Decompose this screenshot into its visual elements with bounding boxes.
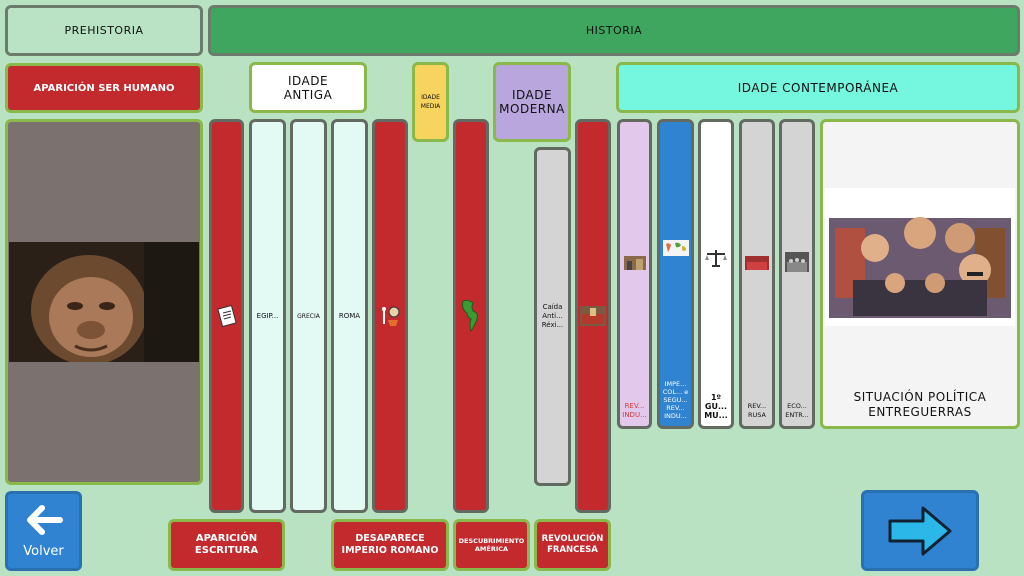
aparicion-ser-humano-button[interactable]: APARICIÓN SER HUMANO [5, 63, 203, 113]
aparicion-ser-humano-label: APARICIÓN SER HUMANO [33, 82, 175, 94]
idade-contemporanea-button[interactable]: IDADE CONTEMPORÁNEA [616, 62, 1020, 113]
rev-rusa-strip[interactable]: REV... RUSA [739, 119, 775, 429]
desaparece-imperio-strip[interactable] [372, 119, 408, 513]
roma-label: ROMA [338, 311, 361, 320]
desaparece-imperio-button[interactable]: DESAPARECE IMPERIO ROMANO [331, 519, 449, 571]
imperialismo-strip[interactable]: IMPE... COL... e SEGU... REV... INDU... [657, 119, 694, 429]
crowd-photo-icon [785, 252, 809, 272]
egipto-label: EGIP... [256, 311, 279, 320]
descubrimiento-america-strip[interactable] [453, 119, 489, 513]
descubrimiento-america-button[interactable]: DESCUBRIMIENTO AMÉRICA [453, 519, 530, 571]
descubrimiento-america-label: DESCUBRIMIENTO AMÉRICA [458, 537, 525, 553]
rev-rusa-label: REV... RUSA [747, 402, 767, 419]
caida-antigo-rexime-label: Caída Anti... Réxi... [541, 303, 564, 329]
primeira-guerra-label: 1º GU... MU... [704, 393, 728, 420]
eco-entreguerras-label: ECO... ENTR... [785, 402, 809, 419]
arrow-left-icon [26, 504, 63, 535]
french-revolution-icon [580, 306, 606, 326]
desaparece-imperio-label: DESAPARECE IMPERIO ROMANO [341, 533, 439, 556]
idade-moderna-button[interactable]: IDADE MODERNA [493, 62, 571, 142]
revolucion-francesa-strip[interactable] [575, 119, 611, 513]
situacion-politica-panel[interactable]: SITUACIÓN POLÍTICA ENTREGUERRAS [820, 119, 1020, 429]
idade-media-label: IDADE MEDIA [420, 94, 441, 110]
industrial-icon [623, 256, 646, 270]
roman-fall-icon [382, 306, 400, 326]
idade-moderna-label: IDADE MODERNA [499, 88, 565, 116]
idade-contemporanea-label: IDADE CONTEMPORÁNEA [737, 80, 899, 95]
idade-antiga-label: IDADE ANTIGA [283, 73, 333, 102]
grecia-strip[interactable]: GRECIA [290, 119, 327, 513]
writing-icon [216, 305, 237, 327]
situacion-politica-label: SITUACIÓN POLÍTICA ENTREGUERRAS [853, 390, 987, 419]
rev-industrial-label: REV... INDU... [622, 402, 647, 419]
early-human-image [9, 242, 199, 362]
primeira-guerra-strip[interactable]: 1º GU... MU... [698, 119, 734, 429]
war-scales-icon [705, 250, 727, 267]
revolucion-francesa-label: REVOLUCIÓN FRANCESA [541, 534, 604, 555]
arrow-right-icon [888, 506, 952, 555]
dictators-collage-image [825, 188, 1015, 326]
imperialismo-label: IMPE... COL... e SEGU... REV... INDU... [662, 380, 689, 420]
volver-label: Volver [23, 543, 64, 559]
aparicion-escritura-label: APARICIÓN ESCRITURA [194, 533, 259, 556]
historia-button[interactable]: HISTORIA [208, 5, 1020, 56]
idade-antiga-button[interactable]: IDADE ANTIGA [249, 62, 367, 113]
prehistoria-label: PREHISTORIA [64, 24, 144, 37]
historia-label: HISTORIA [585, 24, 643, 37]
russian-revolution-icon [745, 256, 769, 270]
revolucion-francesa-button[interactable]: REVOLUCIÓN FRANCESA [534, 519, 611, 571]
idade-media-button[interactable]: IDADE MEDIA [412, 62, 449, 142]
prehistoria-button[interactable]: PREHISTORIA [5, 5, 203, 56]
roma-strip[interactable]: ROMA [331, 119, 368, 513]
eco-entreguerras-strip[interactable]: ECO... ENTR... [779, 119, 815, 429]
next-button[interactable] [861, 490, 979, 571]
world-map-icon [662, 240, 689, 256]
grecia-label: GRECIA [297, 312, 320, 320]
aparicion-escritura-button[interactable]: APARICIÓN ESCRITURA [168, 519, 285, 571]
caida-antigo-rexime-strip[interactable]: Caída Anti... Réxi... [534, 147, 571, 486]
rev-industrial-strip[interactable]: REV... INDU... [617, 119, 652, 429]
egipto-strip[interactable]: EGIP... [249, 119, 286, 513]
america-map-icon [462, 299, 478, 333]
prehistoric-human-panel[interactable] [5, 119, 203, 485]
volver-button[interactable]: Volver [5, 491, 82, 571]
aparicion-escritura-strip[interactable] [209, 119, 244, 513]
